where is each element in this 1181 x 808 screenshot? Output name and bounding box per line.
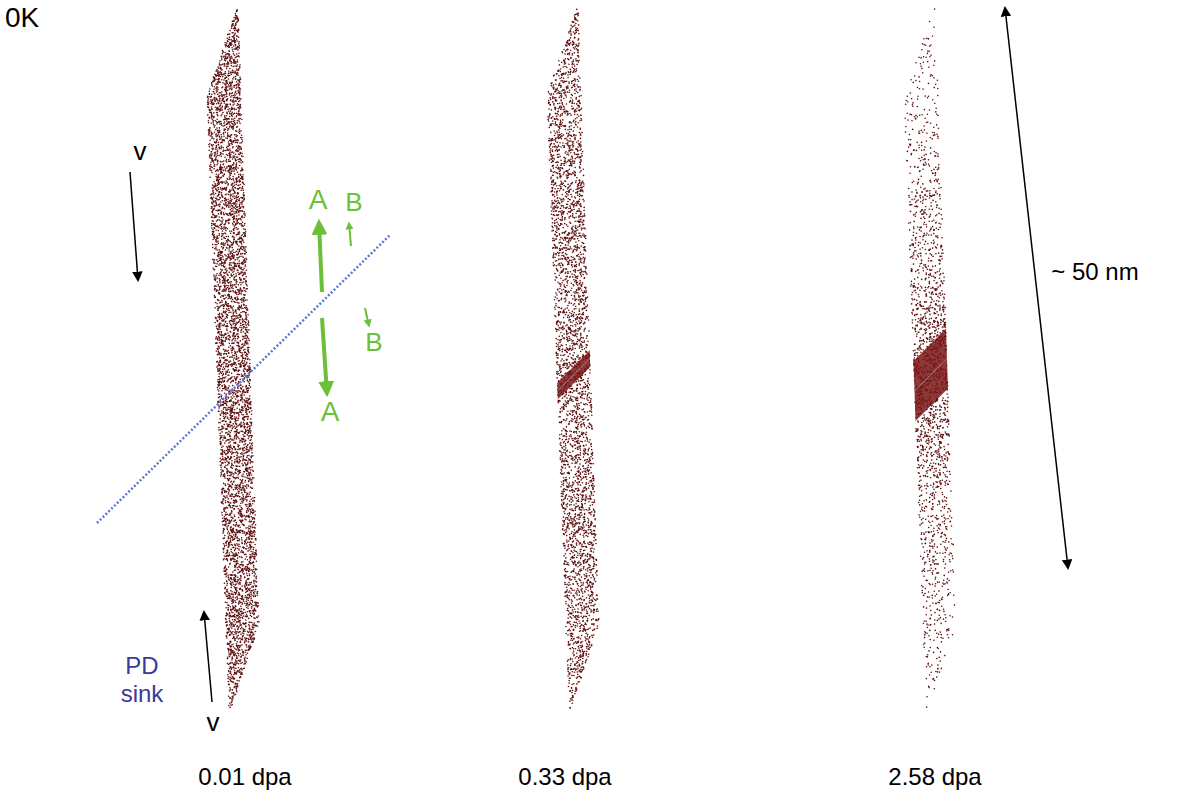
figure-page: 0KvABBAPD sinkv~ 50 nm0.01 dpa0.33 dpa2.…	[0, 0, 1181, 808]
